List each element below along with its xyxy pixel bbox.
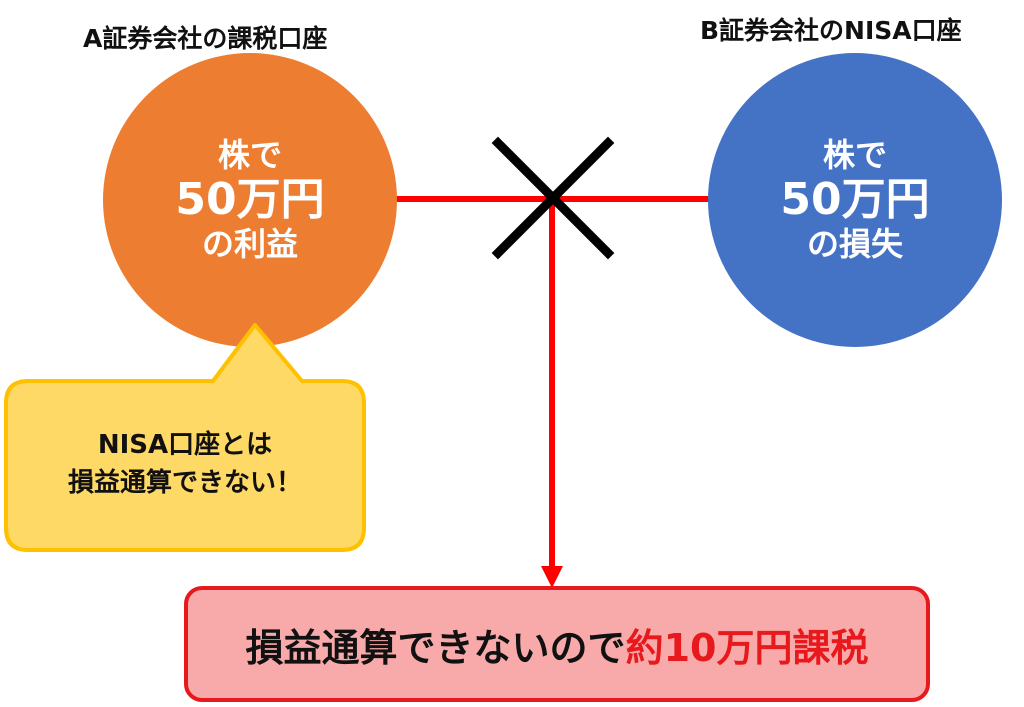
nisa-account-content: 株で 50万円 の損失 — [708, 53, 1002, 347]
taxable-line-1: 株で — [217, 135, 282, 174]
nisa-line-1: 株で — [822, 135, 887, 174]
taxable-account-content: 株で 50万円 の利益 — [103, 53, 397, 347]
taxable-account-circle — [103, 53, 397, 347]
taxable-amount: 50万円 — [175, 173, 325, 225]
taxable-account-title: A証券会社の課税口座 — [83, 24, 328, 53]
result-box — [184, 586, 930, 702]
callout-line-2: 損益通算できない！ — [67, 468, 302, 498]
nisa-account-circle — [708, 53, 1002, 347]
nisa-line-3: の損失 — [806, 225, 903, 264]
result-text-emphasis: 約10万円課税 — [625, 625, 869, 670]
result-text-plain: 損益通算できないので — [245, 625, 626, 670]
nisa-amount: 50万円 — [780, 173, 930, 225]
result-content: 損益通算できないので約10万円課税 — [186, 588, 928, 700]
callout-line-1: NISA口座とは — [97, 430, 273, 461]
cross-mark — [491, 136, 615, 260]
callout-bubble — [4, 323, 366, 552]
callout-content: NISA口座とは 損益通算できない！ — [6, 380, 364, 550]
arrow-head-down — [541, 566, 563, 588]
nisa-account-title: B証券会社のNISA口座 — [700, 16, 962, 45]
taxable-line-3: の利益 — [201, 225, 298, 264]
